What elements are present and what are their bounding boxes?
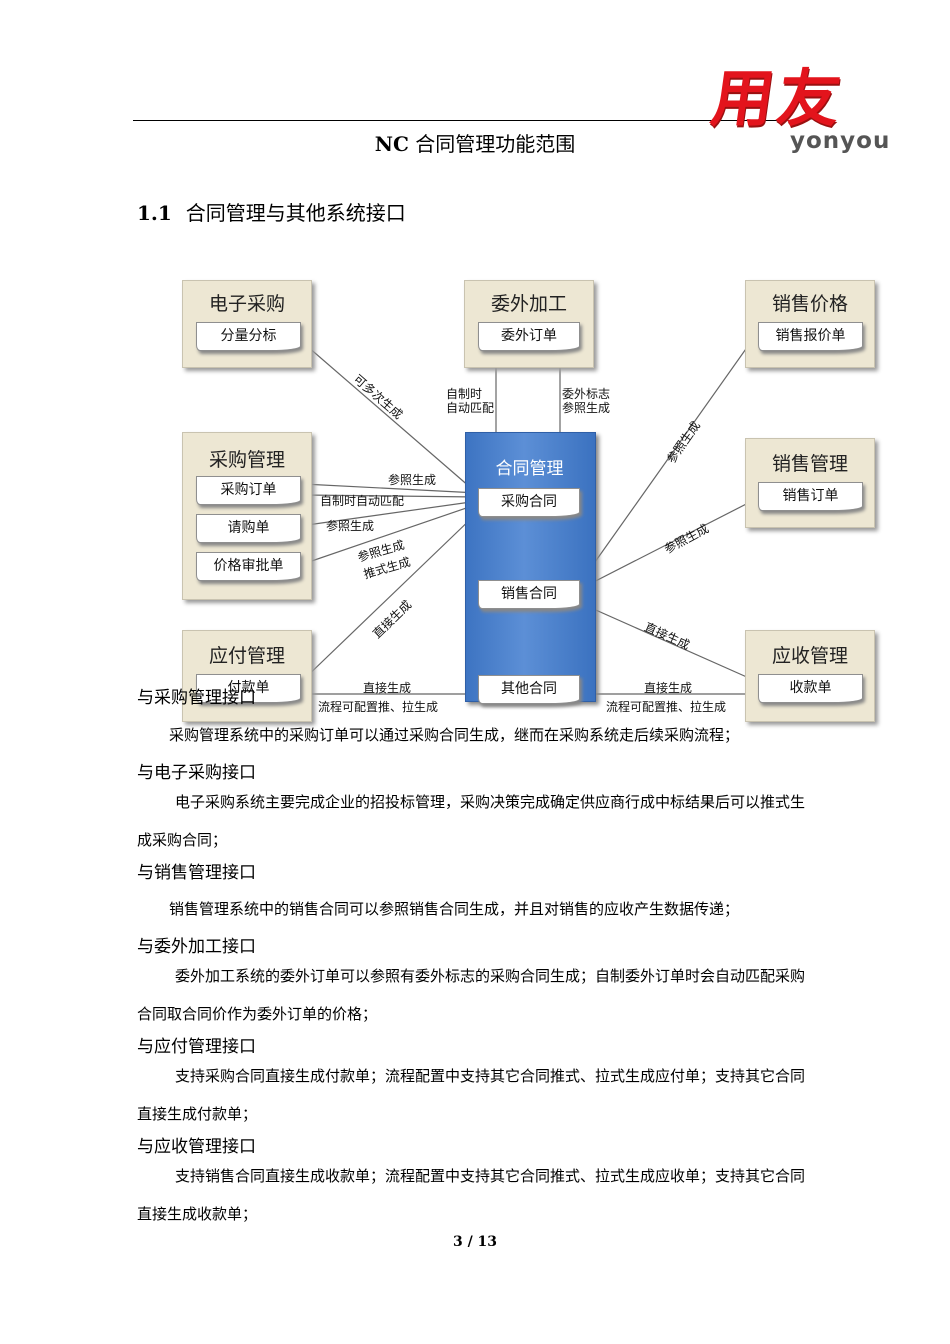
arrow-purchase-contract-to-purchase-order xyxy=(302,480,479,494)
arrow-purchase-order-to-purchase-contract xyxy=(302,492,479,501)
eprocurement-doc-card: 分量分标 xyxy=(196,322,301,351)
purchase-order-card: 采购订单 xyxy=(196,476,301,505)
section-text-purchase: 采购管理系统中的采购订单可以通过采购合同生成，继而在采购系统走后续采购流程； xyxy=(169,726,740,744)
arrow-sales-price-to-sales-contract xyxy=(577,345,749,587)
section-heading-purchase: 与采购管理接口 xyxy=(137,688,256,708)
receivable-management-title: 应收管理 xyxy=(771,645,848,667)
section-text-eprocurement: 电子采购系统主要完成企业的招投标管理，采购决策完成确定供应商行成中标结果后可以推… xyxy=(137,793,806,849)
contract-management-box xyxy=(465,432,596,702)
label-ref-gen-request: 参照生成 xyxy=(326,519,375,533)
sales-management-title: 销售管理 xyxy=(771,453,848,475)
section-heading-eprocurement: 与电子采购接口 xyxy=(137,763,256,783)
purchase-management-title: 采购管理 xyxy=(208,449,285,471)
section-number: 1.1 xyxy=(137,201,172,225)
receipt-order-card: 收款单 xyxy=(758,674,863,703)
sales-order-card: 销售订单 xyxy=(758,482,863,511)
label-self-made-1: 自制时 xyxy=(446,387,483,401)
other-contract-card: 其他合同 xyxy=(478,675,580,704)
arrow-request-to-purchase-contract xyxy=(299,498,479,527)
outsourcing-order-card: 委外订单 xyxy=(478,322,580,351)
header-rule xyxy=(133,120,808,121)
section-heading: 1.1 合同管理与其他系统接口 xyxy=(137,197,406,226)
sales-price-title: 销售价格 xyxy=(771,293,848,315)
purchase-request-card: 请购单 xyxy=(196,514,301,543)
contract-management-title: 合同管理 xyxy=(495,459,564,479)
label-other-to-receivable-2: 流程可配置推、拉生成 xyxy=(606,700,727,714)
section-text-sales: 销售管理系统中的销售合同可以参照销售合同生成，并且对销售的应收产生数据传递； xyxy=(169,900,740,918)
label-other-to-payable-2: 流程可配置推、拉生成 xyxy=(318,700,439,714)
section-heading-payable: 与应付管理接口 xyxy=(137,1037,256,1057)
outsourcing-title: 委外加工 xyxy=(490,293,567,315)
section-text-outsourcing: 委外加工系统的委外订单可以参照有委外标志的采购合同生成；自制委外订单时会自动匹配… xyxy=(137,967,806,1023)
label-other-to-receivable-1: 直接生成 xyxy=(644,681,693,695)
price-approval-card: 价格审批单 xyxy=(196,552,301,581)
section-heading-outsourcing: 与委外加工接口 xyxy=(137,937,256,957)
eprocurement-title: 电子采购 xyxy=(208,293,285,315)
section-heading-receivable: 与应收管理接口 xyxy=(137,1137,256,1157)
document-title: NC 合同管理功能范围 xyxy=(374,132,576,156)
section-heading-sales: 与销售管理接口 xyxy=(137,863,256,883)
sales-quote-card: 销售报价单 xyxy=(758,322,863,351)
label-other-to-payable-1: 直接生成 xyxy=(363,681,412,695)
section-title: 合同管理与其他系统接口 xyxy=(185,201,406,225)
sales-contract-card: 销售合同 xyxy=(478,580,580,609)
label-self-auto-match: 自制时自动匹配 xyxy=(320,494,405,508)
section-text-payable: 支持采购合同直接生成付款单；流程配置中支持其它合同推式、拉式生成应付单；支持其它… xyxy=(137,1067,806,1123)
arrow-eprocurement-to-purchase-contract xyxy=(299,339,479,495)
yonyou-logo-text: yonyou xyxy=(790,128,891,154)
arrow-sales-contract-to-sales-order xyxy=(577,497,759,591)
payment-order-card: 付款单 xyxy=(196,674,301,703)
arrow-price-approval-to-purchase-contract xyxy=(299,502,479,566)
payable-management-title: 应付管理 xyxy=(208,645,285,667)
label-self-made-2: 自动匹配 xyxy=(446,401,495,415)
label-outsource-flag-1: 委外标志 xyxy=(562,387,611,401)
page-number: 3 / 13 xyxy=(452,1234,498,1250)
arrow-purchase-contract-to-payable xyxy=(299,511,479,684)
label-outsource-flag-2: 参照生成 xyxy=(562,401,611,415)
label-ref-gen-order-in: 参照生成 xyxy=(388,473,437,487)
purchase-contract-card: 采购合同 xyxy=(478,488,580,517)
section-text-receivable: 支持销售合同直接生成收款单；流程配置中支持其它合同推式、拉式生成应收单；支持其它… xyxy=(137,1167,806,1223)
arrow-sales-contract-to-receivable xyxy=(579,602,759,683)
